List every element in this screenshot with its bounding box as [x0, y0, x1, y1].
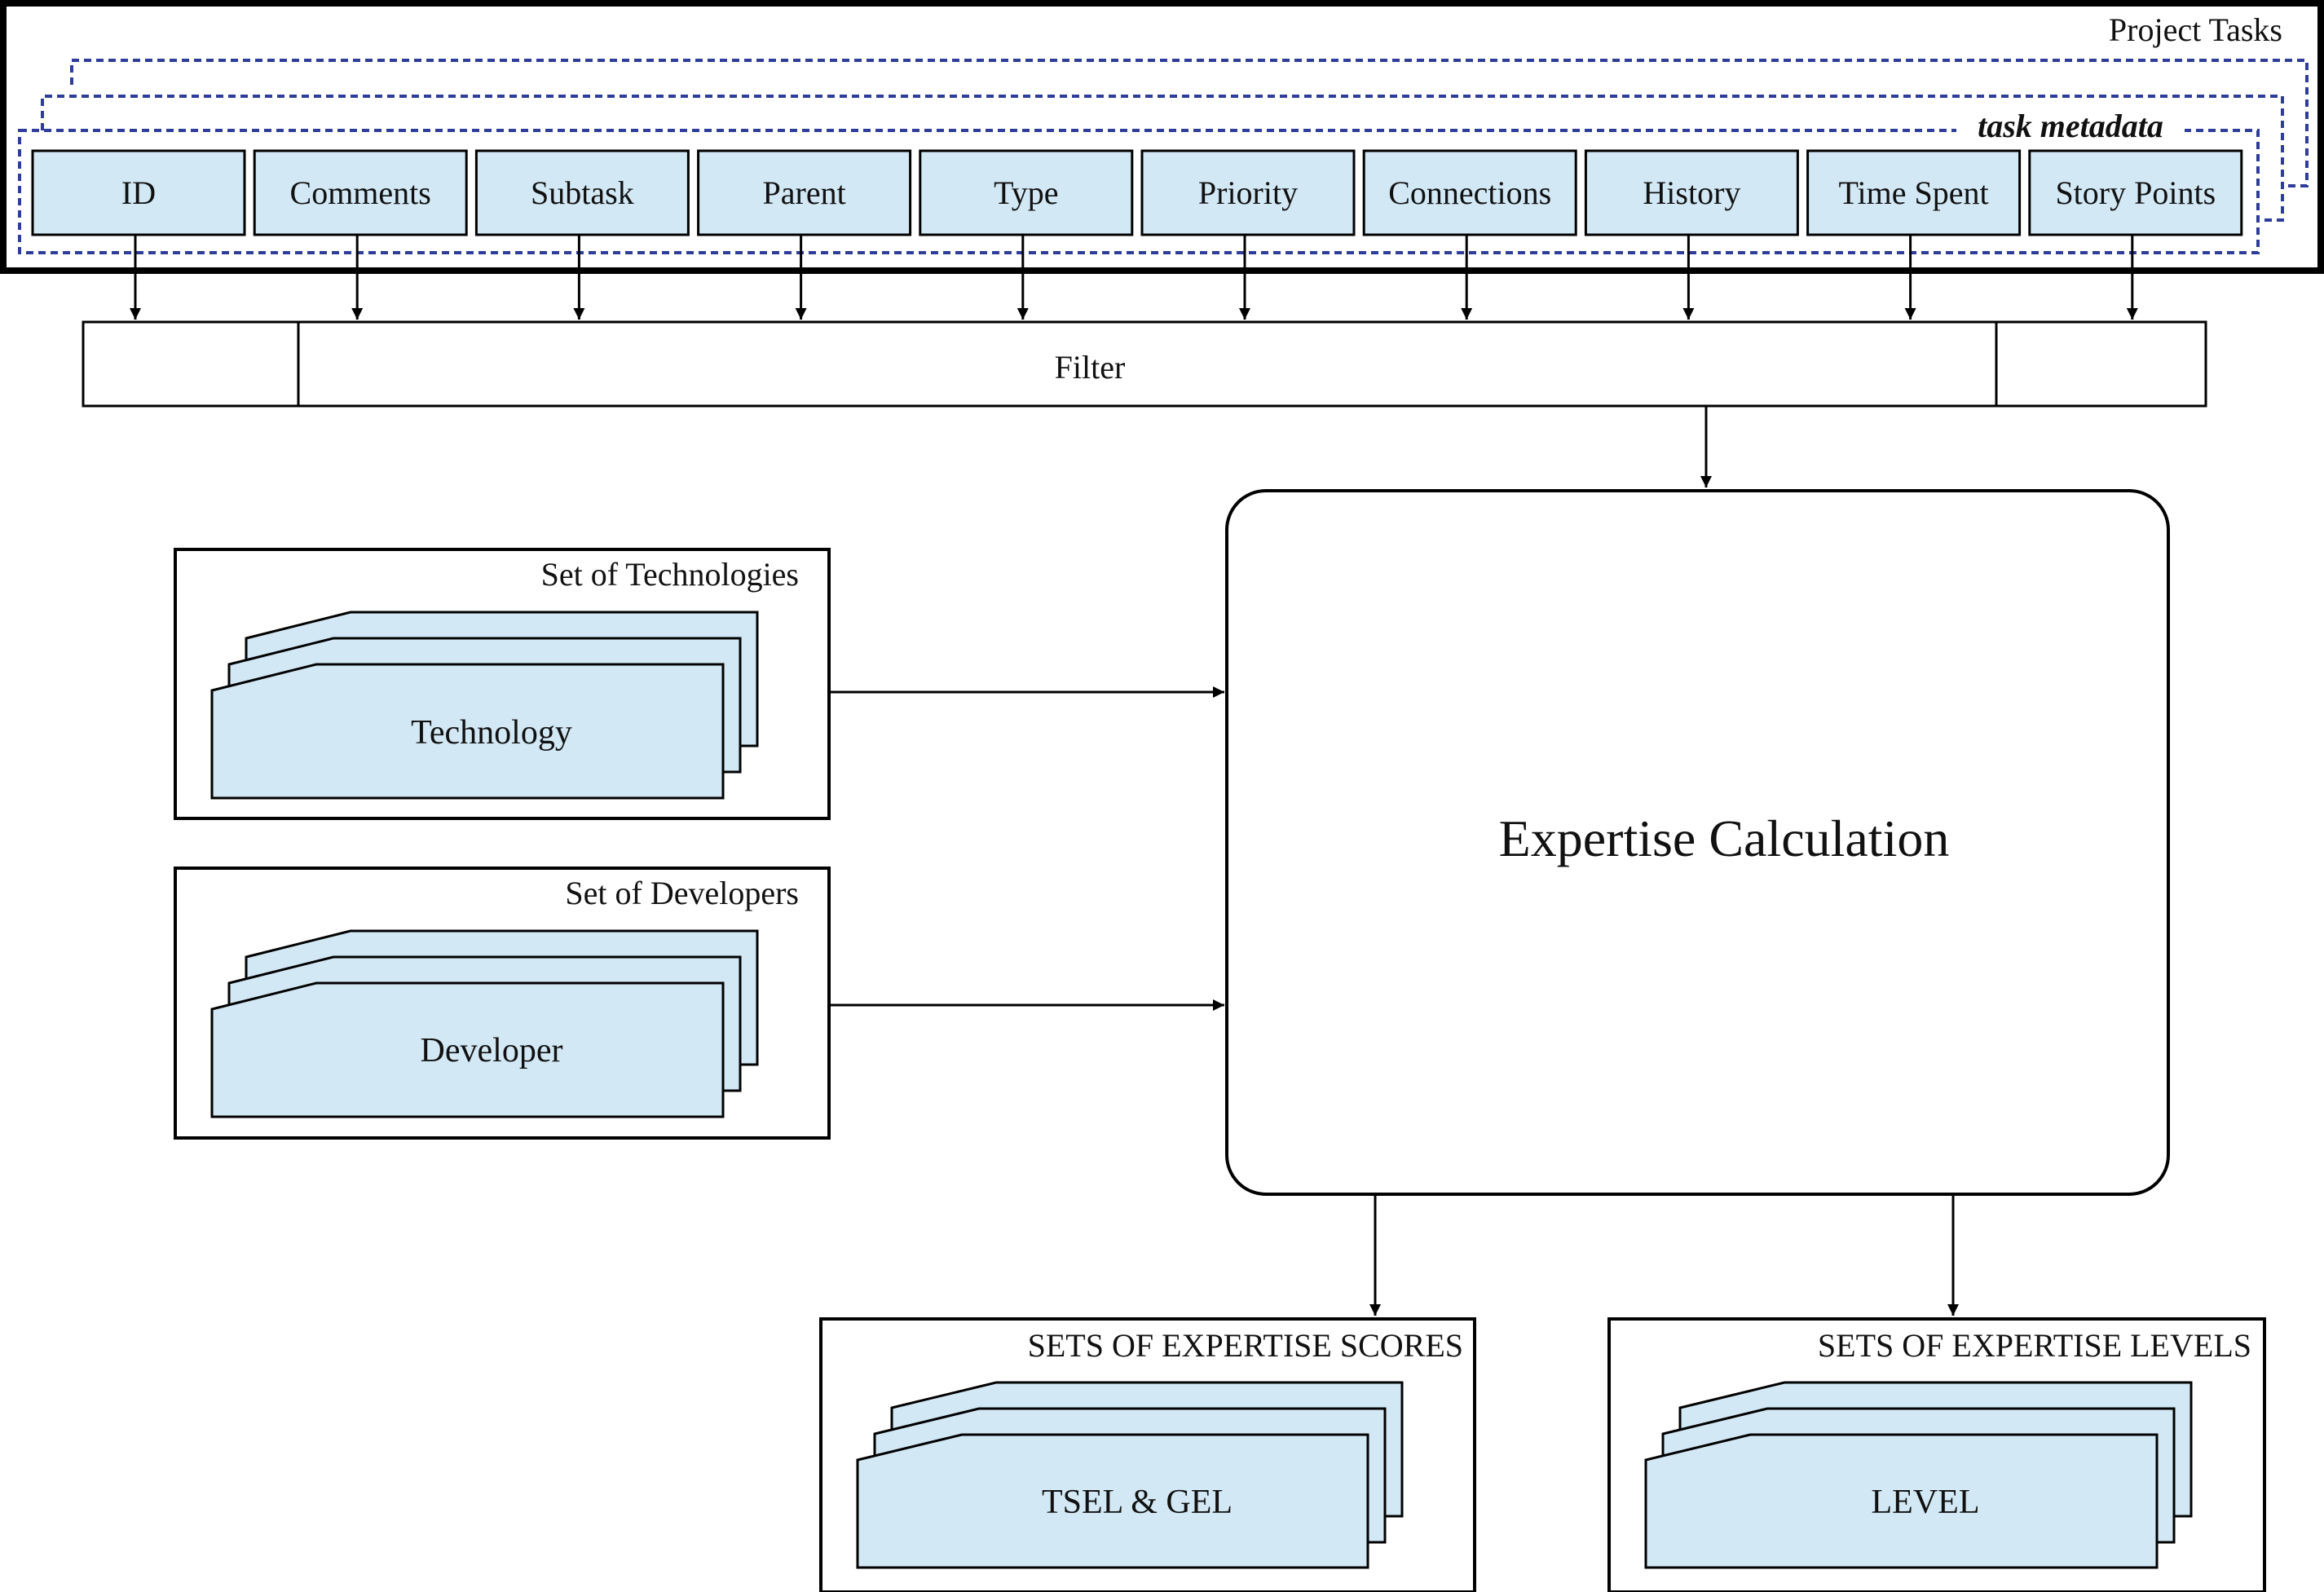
- technology-label: Technology: [411, 714, 572, 752]
- field-label-connections: Connections: [1388, 174, 1551, 211]
- metadata-outline-middle: [41, 95, 2284, 222]
- field-label-id: ID: [121, 174, 156, 211]
- field-priority: Priority: [1140, 149, 1356, 236]
- expertise-calculation-box: Expertise Calculation: [1225, 489, 2170, 1196]
- levels-card: [1644, 1433, 2159, 1569]
- task-fields: ID Comments Subtask Parent Type Priority Conne…: [31, 149, 2243, 236]
- developers-title: Set of Developers: [565, 875, 799, 911]
- field-label-type: Type: [994, 174, 1058, 211]
- expertise-levels-panel: SETS OF EXPERTISE LEVELS LEVEL: [1607, 1317, 2266, 1592]
- developers-panel: Set of Developers Developer: [174, 867, 831, 1140]
- field-history: History: [1584, 149, 1799, 236]
- field-id: ID: [31, 149, 246, 236]
- project-tasks-title: Project Tasks: [2109, 11, 2282, 48]
- scores-card: [856, 1433, 1369, 1569]
- technologies-title: Set of Technologies: [541, 556, 799, 593]
- scores-item-label: TSEL & GEL: [1042, 1484, 1233, 1521]
- field-label-comments: Comments: [290, 174, 431, 211]
- field-subtask: Subtask: [474, 149, 690, 236]
- metadata-outline-front: [18, 129, 2260, 254]
- expertise-calculation-label: Expertise Calculation: [1499, 809, 1950, 867]
- field-parent: Parent: [697, 149, 912, 236]
- field-label-parent: Parent: [763, 174, 846, 211]
- field-label-history: History: [1643, 174, 1740, 211]
- filter-bar: Filter: [82, 320, 2207, 408]
- filter-label: Filter: [1055, 349, 1126, 386]
- expertise-scores-panel: SETS OF EXPERTISE SCORES TSEL & GEL: [819, 1317, 1476, 1592]
- technology-card: [210, 663, 725, 800]
- expertise-levels-title: SETS OF EXPERTISE LEVELS: [1818, 1327, 2251, 1364]
- expertise-scores-title: SETS OF EXPERTISE SCORES: [1028, 1327, 1463, 1364]
- developer-label: Developer: [421, 1032, 563, 1069]
- field-label-subtask: Subtask: [531, 174, 634, 211]
- field-type: Type: [919, 149, 1134, 236]
- field-label-story-points: Story Points: [2055, 174, 2216, 211]
- levels-item-label: LEVEL: [1872, 1484, 1980, 1521]
- field-arrows: [130, 235, 2138, 320]
- field-time-spent: Time Spent: [1806, 149, 2022, 236]
- field-comments: Comments: [253, 149, 468, 236]
- project-tasks-panel: Project Tasks task metadata ID Comments Su…: [0, 0, 2324, 274]
- field-label-priority: Priority: [1198, 174, 1298, 211]
- field-story-points: Story Points: [2028, 149, 2243, 236]
- field-connections: Connections: [1362, 149, 1577, 236]
- task-metadata-label: task metadata: [1978, 108, 2163, 144]
- field-label-time-spent: Time Spent: [1839, 174, 1989, 211]
- developer-card: [210, 981, 725, 1118]
- metadata-outline-back: [70, 59, 2309, 187]
- technologies-panel: Set of Technologies Technology: [174, 548, 831, 820]
